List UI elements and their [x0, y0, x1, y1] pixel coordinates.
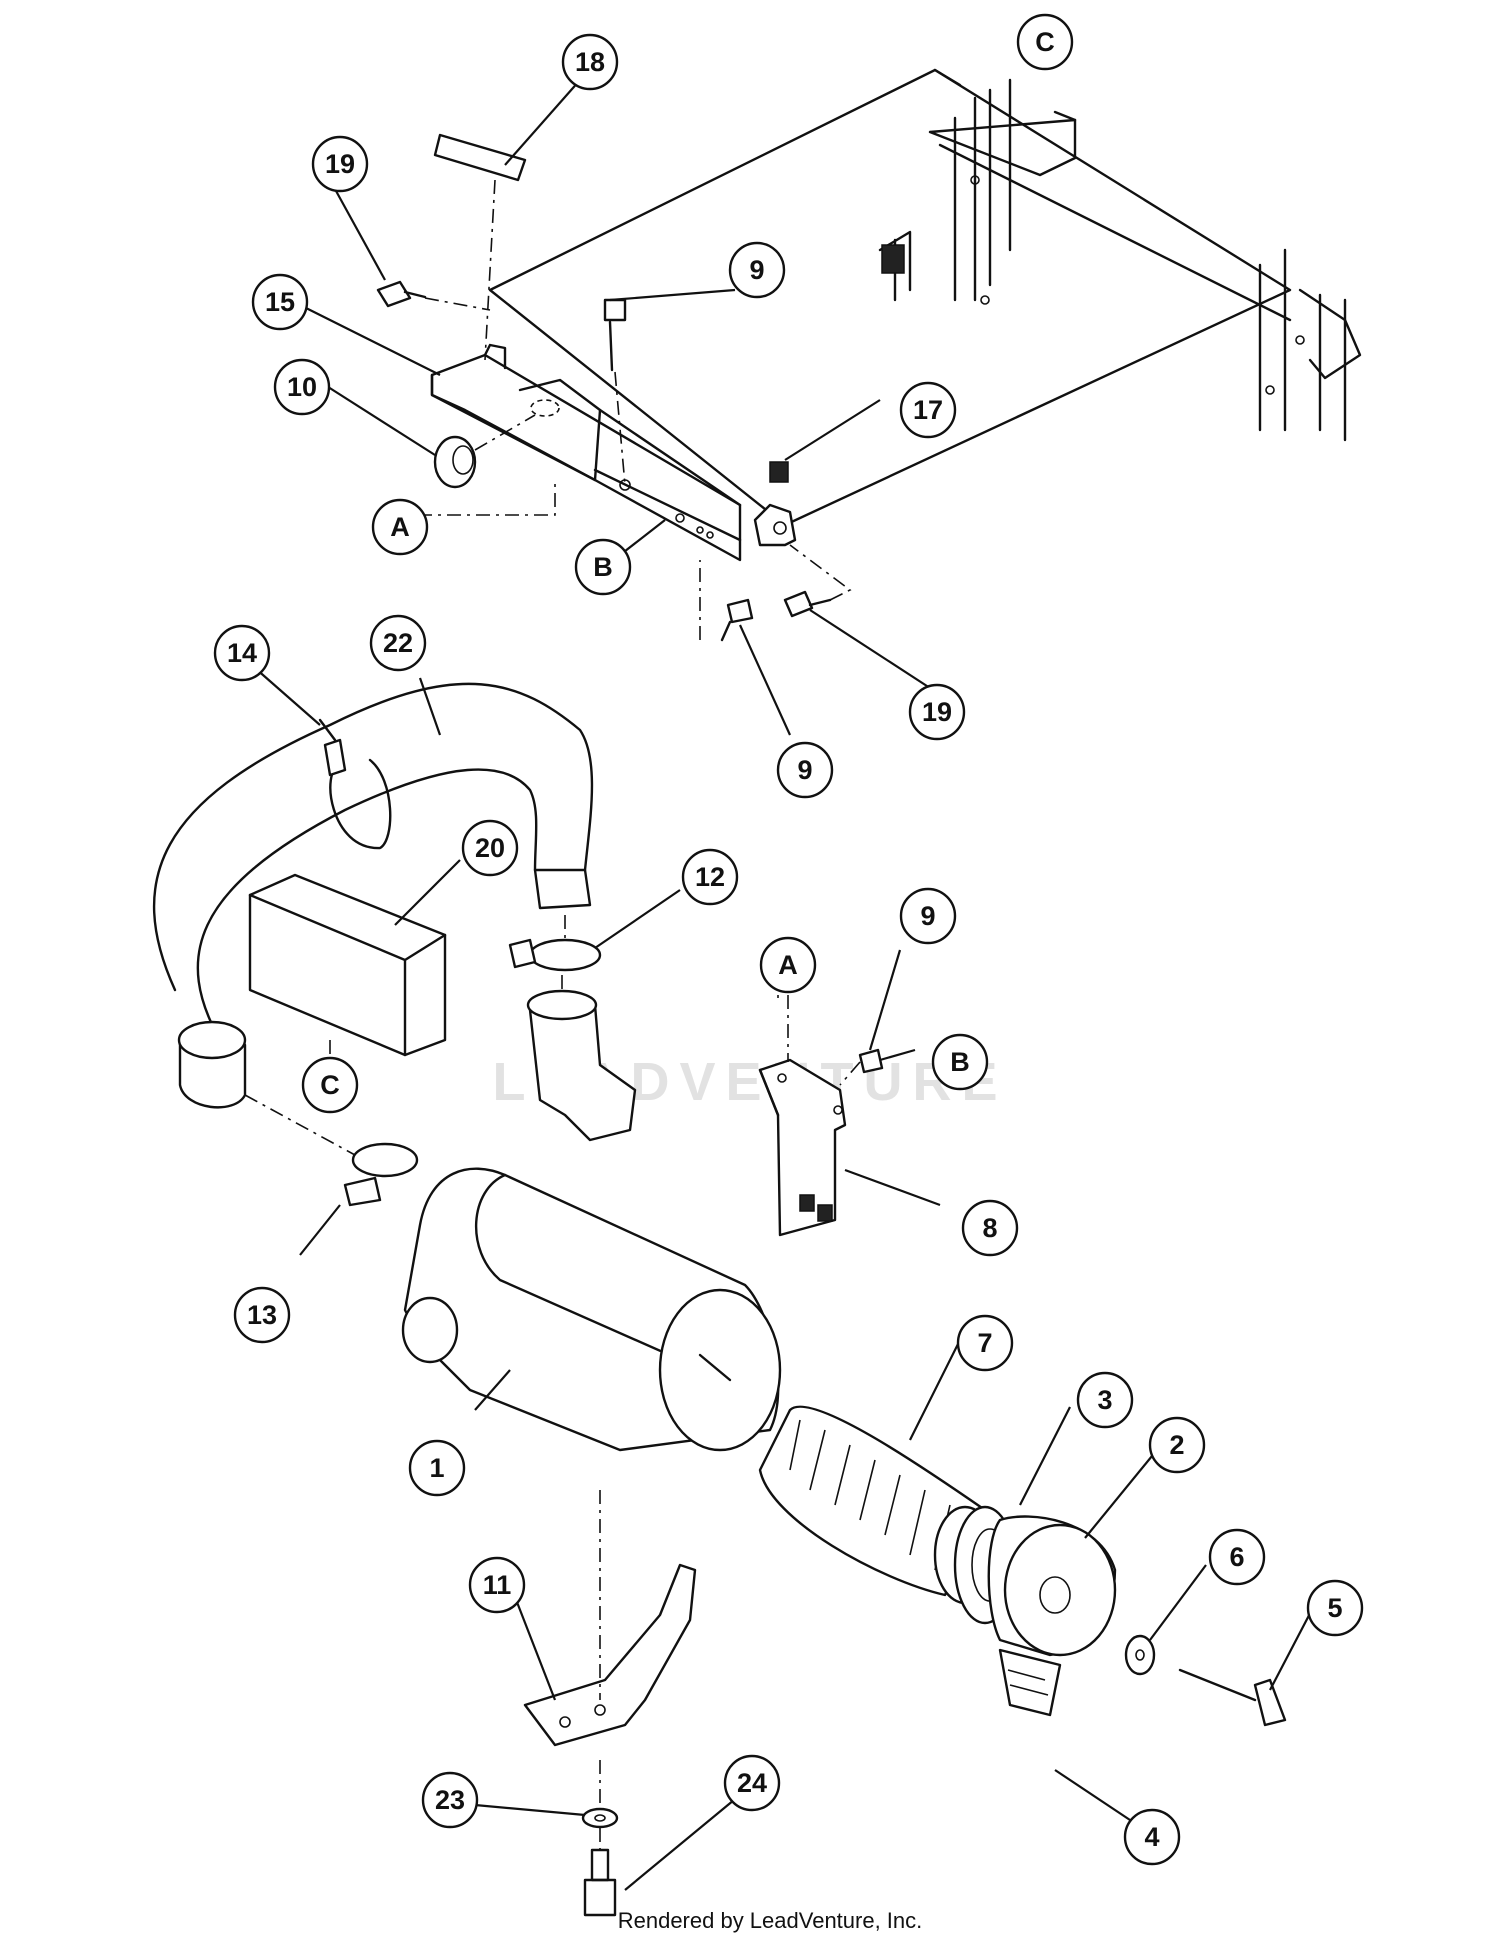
foam-block-20: [248, 873, 447, 1105]
svg-text:20: 20: [475, 833, 505, 863]
radiator-panel: [488, 68, 1292, 527]
right-frame: [878, 78, 1362, 442]
callout-C-top: C: [1016, 13, 1074, 71]
svg-text:9: 9: [797, 755, 812, 785]
svg-text:A: A: [390, 512, 410, 542]
callout-23: 23: [421, 1771, 479, 1829]
callout-9-top: 9: [728, 241, 786, 299]
callout-A-top: A: [371, 498, 429, 556]
callout-7: 7: [956, 1314, 1014, 1372]
clamp-14: [318, 718, 392, 850]
cover-2: [987, 1515, 1117, 1657]
callout-5: 5: [1306, 1579, 1364, 1637]
svg-text:17: 17: [913, 395, 943, 425]
svg-text:11: 11: [483, 1570, 512, 1600]
callout-8: 8: [961, 1199, 1019, 1257]
foam-strip-18: [433, 133, 527, 361]
svg-text:7: 7: [977, 1328, 992, 1358]
svg-text:B: B: [593, 552, 613, 582]
callout-2: 2: [1148, 1416, 1206, 1474]
hose-22: [153, 682, 594, 1109]
svg-text:18: 18: [575, 47, 605, 77]
svg-text:10: 10: [287, 372, 317, 402]
bolt-24: [583, 1760, 617, 1917]
leader-lines: [254, 79, 1318, 1891]
svg-text:B: B: [950, 1047, 970, 1077]
callout-18: 18: [561, 33, 619, 91]
svg-text:19: 19: [922, 697, 952, 727]
svg-text:24: 24: [737, 1768, 767, 1798]
svg-text:23: 23: [435, 1785, 465, 1815]
svg-text:6: 6: [1229, 1542, 1244, 1572]
svg-text:22: 22: [383, 628, 413, 658]
svg-text:A: A: [778, 950, 798, 980]
callout-14: 14: [213, 624, 271, 682]
svg-text:9: 9: [920, 901, 935, 931]
washer-6: [1124, 1634, 1156, 1676]
bolts-top: [376, 280, 852, 642]
svg-text:1: 1: [429, 1453, 444, 1483]
callout-B-top: B: [574, 538, 632, 596]
valve-4: [998, 1648, 1062, 1717]
credit-text: Rendered by LeadVenture, Inc.: [618, 1908, 923, 1933]
svg-text:3: 3: [1097, 1385, 1112, 1415]
elbow-fitting: [526, 975, 637, 1142]
svg-text:C: C: [1035, 27, 1055, 57]
svg-text:4: 4: [1144, 1822, 1159, 1852]
svg-text:12: 12: [695, 862, 725, 892]
air-cleaner-body-1: [401, 1167, 782, 1452]
callout-9-right: 9: [899, 887, 957, 945]
callout-6: 6: [1208, 1528, 1266, 1586]
callout-17: 17: [899, 381, 957, 439]
bracket-8: [758, 995, 884, 1237]
nut-10: [433, 414, 536, 489]
callout-13: 13: [233, 1286, 291, 1344]
callout-4: 4: [1123, 1808, 1181, 1866]
svg-text:2: 2: [1169, 1430, 1184, 1460]
clamp-12: [508, 915, 602, 972]
svg-text:14: 14: [227, 638, 257, 668]
callout-B-mid: B: [931, 1033, 989, 1091]
callout-11: 11: [468, 1556, 526, 1614]
callout-12: 12: [681, 848, 739, 906]
washer-23: [581, 1807, 619, 1829]
svg-text:8: 8: [982, 1213, 997, 1243]
callout-9-mid: 9: [776, 741, 834, 799]
callout-A-mid: A: [759, 936, 817, 994]
callout-1: 1: [408, 1439, 466, 1497]
callout-3: 3: [1076, 1371, 1134, 1429]
svg-text:15: 15: [265, 287, 295, 317]
bracket-15: [430, 343, 742, 562]
wing-bolt-5: [1178, 1668, 1287, 1727]
svg-text:C: C: [320, 1070, 340, 1100]
callout-19-mid: 19: [908, 683, 966, 741]
svg-text:9: 9: [749, 255, 764, 285]
svg-text:19: 19: [325, 149, 355, 179]
callout-22: 22: [369, 614, 427, 672]
callout-15: 15: [251, 273, 309, 331]
callout-24: 24: [723, 1754, 781, 1812]
callout-10: 10: [273, 358, 331, 416]
svg-text:13: 13: [247, 1300, 277, 1330]
bracket-17-side: [753, 461, 797, 547]
svg-text:5: 5: [1327, 1593, 1342, 1623]
bracket-11: [523, 1490, 697, 1747]
callout-C-mid: C: [301, 1056, 359, 1114]
callout-20: 20: [461, 819, 519, 877]
callout-19-top: 19: [311, 135, 369, 193]
clamp-13: [244, 1094, 419, 1207]
